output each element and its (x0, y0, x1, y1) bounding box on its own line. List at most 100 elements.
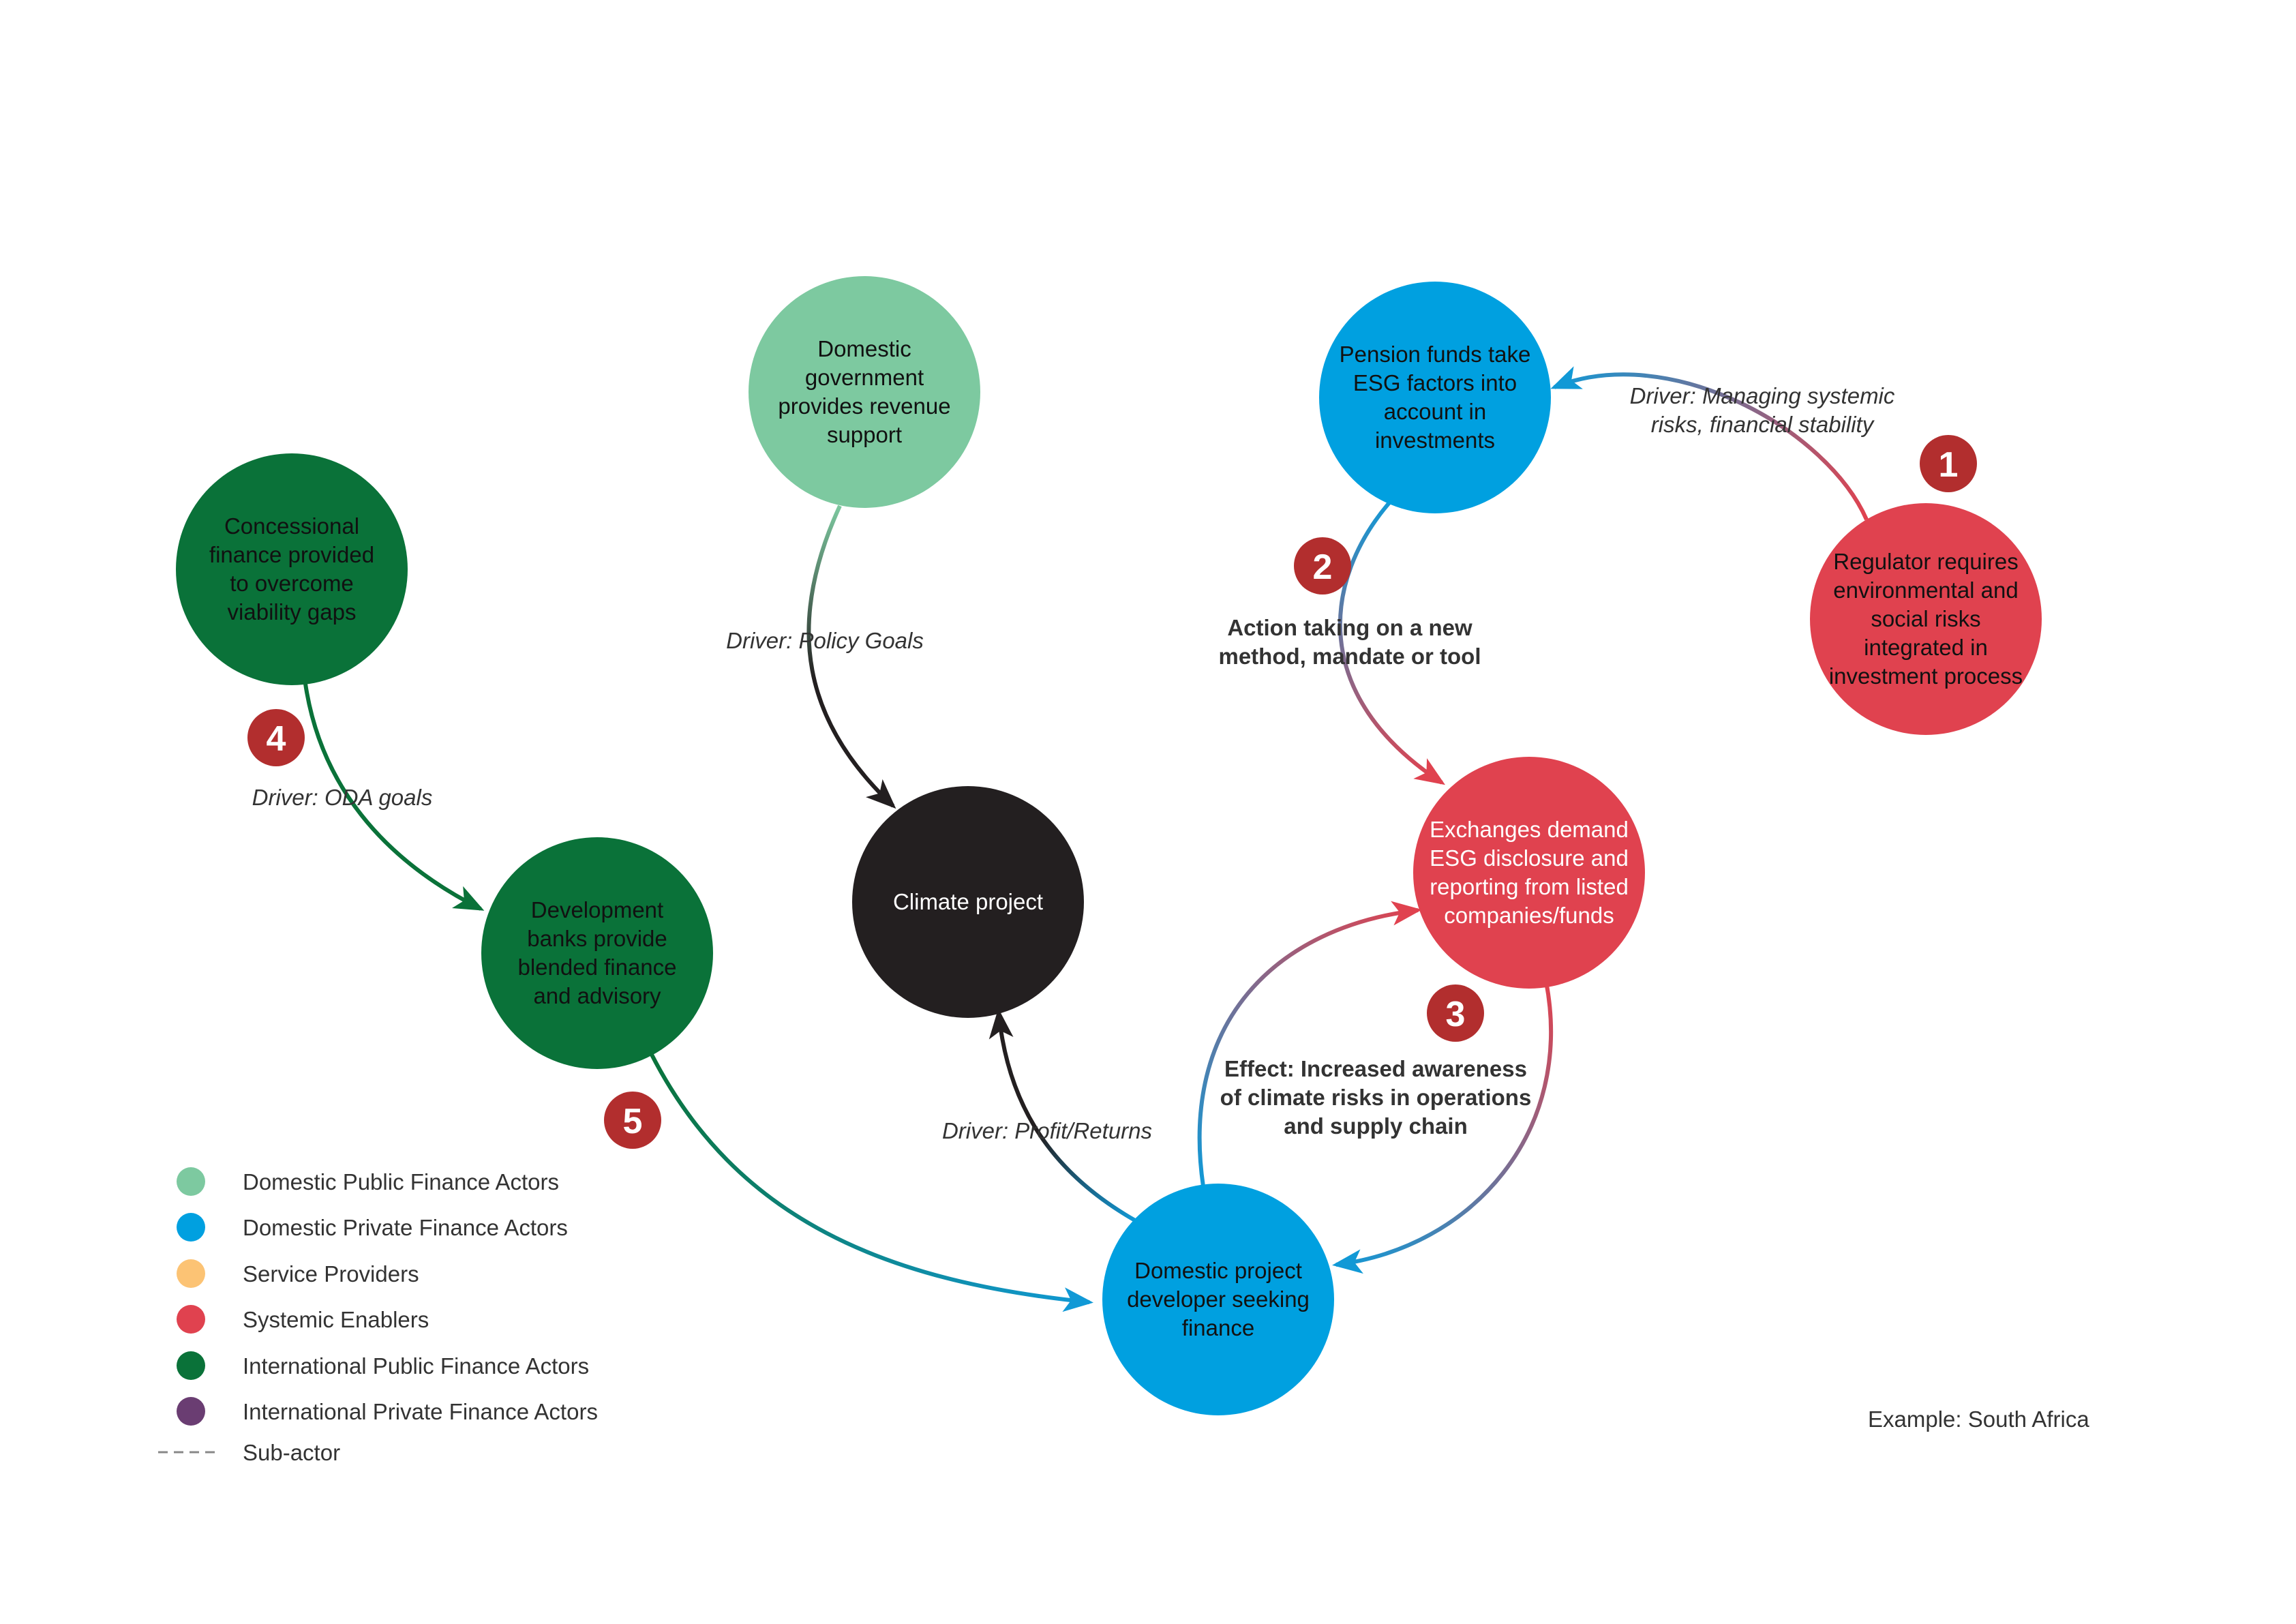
arrow-development-banks-to-project-developer (649, 1052, 1093, 1312)
step-badge-4: 4 (247, 709, 305, 766)
step-badge-4-circle (247, 709, 305, 766)
legend-swatch (177, 1259, 205, 1288)
text-line: support (827, 422, 902, 447)
text-line: Driver: Managing systemic (1630, 383, 1895, 408)
text-line: blended finance (517, 954, 676, 980)
legend-item-domestic-private: Domestic Private Finance Actors (177, 1213, 568, 1242)
text-line: Action taking on a new (1227, 615, 1472, 640)
legend-item-service-providers: Service Providers (177, 1259, 419, 1288)
text-line: to overcome (230, 571, 354, 596)
development-banks-label: Development banks provide blended finance a… (517, 897, 676, 1008)
text-line: account in (1384, 399, 1486, 424)
legend-swatch (177, 1397, 205, 1426)
project-developer-circle (1102, 1184, 1334, 1415)
development-banks-circle (481, 837, 713, 1069)
action-new-method-label: Action taking on a new method, mandate or… (1218, 615, 1481, 669)
arrow-pension-funds-to-exchanges (1338, 500, 1446, 785)
node-concessional-finance: Concessional finance provided to overcome v… (176, 453, 408, 685)
exchanges-circle (1413, 757, 1645, 989)
text-line: Driver: Profit/Returns (942, 1118, 1152, 1143)
driver-policy-goals-label: Driver: Policy Goals (726, 628, 924, 653)
text-line: and supply chain (1284, 1113, 1468, 1139)
effect-awareness-label: Effect: Increased awareness of climate ri… (1220, 1056, 1532, 1139)
text-line: Regulator requires (1833, 549, 2018, 574)
step-badge-5: 5 (604, 1092, 661, 1149)
text-line: government (805, 365, 924, 390)
legend-label: Systemic Enablers (243, 1307, 429, 1332)
node-development-banks: Development banks provide blended finance a… (481, 837, 713, 1069)
text-line: investment process (1829, 663, 2023, 689)
text-line: Climate project (893, 889, 1043, 914)
climate-project-label: Climate project (893, 889, 1043, 914)
legend-item-domestic-public: Domestic Public Finance Actors (177, 1167, 559, 1196)
step-badge-3: 3 (1427, 984, 1484, 1042)
text-line: ESG factors into (1353, 370, 1517, 395)
step-badge-1-circle (1920, 435, 1977, 492)
step-badge-5-number: 5 (623, 1102, 643, 1141)
text-line: Domestic (817, 336, 911, 361)
domestic-government-label: Domestic government provides revenue suppor… (778, 336, 950, 447)
legend-label: Service Providers (243, 1261, 419, 1287)
text-line: Exchanges demand (1430, 817, 1629, 842)
text-line: ESG disclosure and (1430, 845, 1629, 871)
step-badge-2: 2 (1294, 537, 1351, 595)
legend-label: International Public Finance Actors (243, 1353, 589, 1379)
arrow-exchanges-to-project-developer (1332, 981, 1554, 1274)
domestic-government-circle (749, 276, 980, 508)
text-line: Effect: Increased awareness (1224, 1056, 1527, 1081)
legend-label: Domestic Public Finance Actors (243, 1169, 559, 1194)
node-climate-project: Climate project (852, 786, 1084, 1018)
text-line: companies/funds (1444, 903, 1614, 928)
text-line: banks provide (527, 926, 667, 951)
text-line: developer seeking (1127, 1287, 1310, 1312)
text-line: method, mandate or tool (1218, 644, 1481, 669)
climate-project-circle (852, 786, 1084, 1018)
text-line: integrated in (1864, 635, 1988, 660)
node-project-developer: Domestic project developer seeking finance (1102, 1184, 1334, 1415)
arrow-project-developer-to-exchanges (1197, 901, 1422, 1187)
legend-item-systemic-enablers: Systemic Enablers (177, 1305, 429, 1334)
text-line: of climate risks in operations (1220, 1085, 1532, 1110)
text-line: Development (531, 897, 663, 922)
text-line: Driver: Policy Goals (726, 628, 924, 653)
legend-item-international-public: International Public Finance Actors (177, 1351, 589, 1380)
legend-swatch (177, 1213, 205, 1242)
text-line: finance (1182, 1315, 1254, 1340)
legend-label: Sub-actor (243, 1440, 340, 1465)
text-line: and advisory (533, 983, 661, 1008)
legend-label: International Private Finance Actors (243, 1399, 598, 1424)
text-line: viability gaps (228, 599, 357, 625)
node-domestic-government: Domestic government provides revenue suppor… (749, 276, 980, 508)
step-badge-1: 1 (1920, 435, 1977, 492)
node-regulator: Regulator requires environmental and socia… (1810, 503, 2042, 735)
text-line: provides revenue (778, 393, 950, 419)
legend-item-international-private: International Private Finance Actors (177, 1397, 598, 1426)
legend-swatch (177, 1351, 205, 1380)
step-badge-5-circle (604, 1092, 661, 1149)
arrow-project-developer-to-climate-project (988, 1008, 1136, 1222)
text-line: Concessional (224, 513, 359, 539)
text-line: social risks (1871, 606, 1980, 631)
step-badge-3-number: 3 (1446, 995, 1466, 1034)
text-line: Pension funds take (1340, 342, 1531, 367)
concessional-finance-circle (176, 453, 408, 685)
text-line: risks, financial stability (1651, 412, 1875, 437)
text-line: investments (1375, 427, 1495, 453)
text-line: environmental and (1833, 577, 2019, 603)
driver-profit-returns-label: Driver: Profit/Returns (942, 1118, 1152, 1143)
concessional-finance-label: Concessional finance provided to overcome v… (209, 513, 374, 625)
example-caption: Example: South Africa (1868, 1407, 2089, 1432)
arrow-regulator-to-pension-funds (1550, 366, 1869, 521)
text-line: finance provided (209, 542, 374, 567)
regulator-circle (1810, 503, 2042, 735)
project-developer-label: Domestic project developer seeking finance (1127, 1258, 1310, 1340)
pension-funds-circle (1319, 282, 1551, 513)
driver-oda-goals-label: Driver: ODA goals (252, 785, 433, 810)
driver-systemic-risks-label: Driver: Managing systemic risks, financia… (1630, 383, 1895, 437)
legend: Domestic Public Finance Actors Domestic … (158, 1167, 598, 1465)
text-line: Domestic project (1134, 1258, 1302, 1283)
